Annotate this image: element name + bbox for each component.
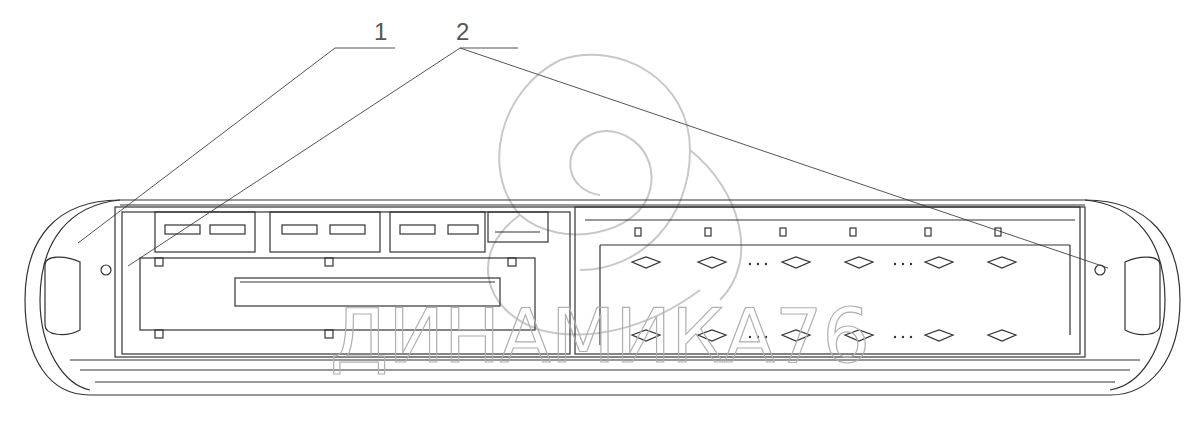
watermark: ДИНАМИКА76 xyxy=(330,300,870,375)
callout-number: 2 xyxy=(456,20,469,44)
callout-number: 1 xyxy=(374,20,387,44)
